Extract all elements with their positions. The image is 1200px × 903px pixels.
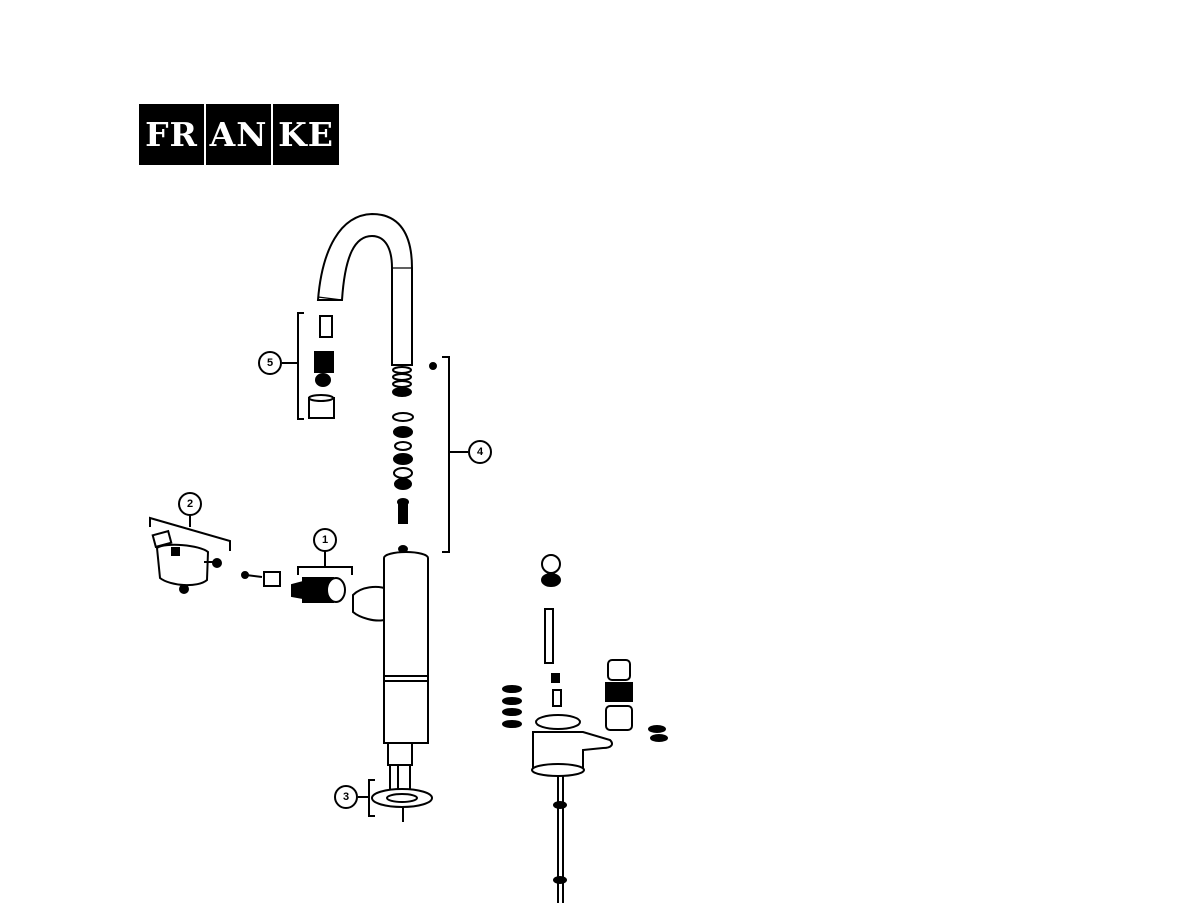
franke-logo: FR AN KE (139, 104, 339, 165)
cartridge-part (291, 577, 346, 603)
handle-part (151, 529, 222, 594)
logo-block-2: AN (206, 104, 271, 165)
callout-2: 2 (178, 492, 202, 516)
callout-3: 3 (334, 785, 358, 809)
callout-1: 1 (313, 528, 337, 552)
handle-screw (241, 571, 281, 587)
logo-block-3: KE (273, 104, 339, 165)
spout-seal-stack (392, 362, 437, 553)
logo-block-1: FR (139, 104, 204, 165)
spout-gooseneck (316, 212, 413, 366)
callout-4: 4 (468, 440, 492, 464)
base-mount-part (371, 788, 433, 822)
callout-5: 5 (258, 351, 282, 375)
mounting-assembly (502, 554, 668, 903)
faucet-body (352, 551, 429, 800)
aerator-parts (308, 315, 335, 419)
